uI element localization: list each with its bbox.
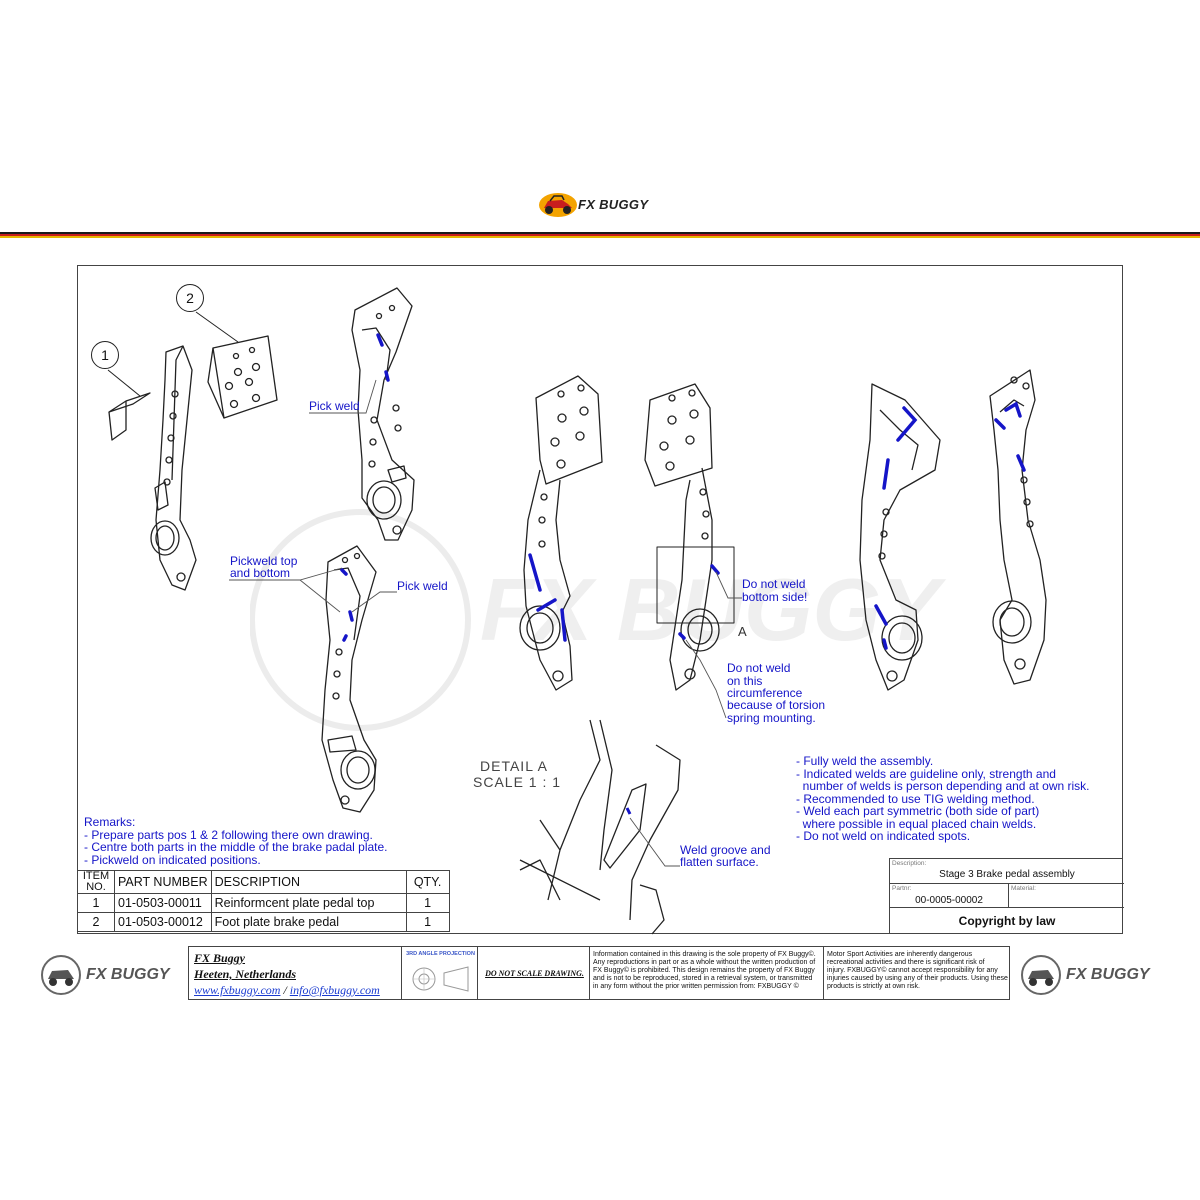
email-link[interactable]: info@fxbuggy.com [289,983,380,997]
note-line: - Weld each part symmetric (both side of… [796,804,1040,818]
website-link[interactable]: www.fxbuggy.com [194,983,281,997]
bom-desc: Foot plate brake pedal [210,912,407,932]
remarks-line: Remarks: [84,815,136,829]
partnr-label: Partnr: [892,885,912,892]
projection-symbol-icon [412,966,469,992]
assembly-notes: - Fully weld the assembly. - Indicated w… [796,755,1090,843]
callout-do-not-weld-bottom-1: Do not weld [742,577,806,591]
buggy-logo-icon [41,955,81,995]
drawing-frame [77,265,1123,934]
footer-company-box: FX Buggy Heeten, Netherlands www.fxbuggy… [188,946,402,1000]
tb-divider-1 [890,883,1124,884]
bom-part: 01-0503-00012 [114,912,212,932]
bom-header-item: ITEM NO. [77,870,115,894]
callout-groove-2: flatten surface. [680,855,759,869]
note-line: - Recommended to use TIG welding method. [796,791,1035,806]
exploded-pedal [107,311,278,591]
bom-header-desc: DESCRIPTION [210,870,407,894]
description-value: Stage 3 Brake pedal assembly [939,869,1075,880]
bom-header-part: PART NUMBER [114,870,212,894]
callout-circumference-1: Do not weld [727,661,791,675]
bom-header-qty: QTY. [405,870,450,894]
partnr-value: 00-0005-00002 [915,895,983,906]
callout-pickweld-top: Pickweld top [230,554,298,568]
note-line: where possible in equal placed chain wel… [796,816,1037,831]
header-stripe-yellow [0,236,1200,238]
header-stripe-red [0,234,1200,236]
footer-brand-left: FX BUGGY [86,966,170,983]
callout-circumference-3: circumference [727,686,803,700]
footer-legal-box-1: Information contained in this drawing is… [589,946,824,1000]
header-logo: FX BUGGY [538,192,668,220]
remarks: Remarks: - Prepare parts pos 1 & 2 follo… [84,816,388,866]
footer-legal-box-2: Motor Sport Activities are inherently da… [823,946,1010,1000]
remarks-line: - Pickweld on indicated positions. [84,852,261,867]
legal-text-2: Motor Sport Activities are inherently da… [827,951,1008,990]
tb-divider-v [1008,883,1009,907]
brand-name: FX BUGGY [578,197,649,212]
note-line: - Fully weld the assembly. [796,754,934,768]
link-separator: / [280,983,290,997]
remarks-line: - Centre both parts in the middle of the… [84,840,388,854]
callout-do-not-weld-bottom-2: bottom side! [742,590,808,604]
footer-links: www.fxbuggy.com / info@fxbuggy.com [194,983,380,998]
detail-a-view [519,719,681,935]
callout-pick-weld-2: Pick weld [397,579,448,593]
legal-text-1: Information contained in this drawing is… [593,951,816,990]
weld-marks [340,333,1026,650]
footer-company: FX Buggy [194,951,246,965]
callout-leaders [229,379,742,867]
callout-pickweld-bottom: and bottom [230,566,291,580]
title-block: Description: Stage 3 Brake pedal assembl… [889,858,1124,934]
pedal-full-weld-view-1 [519,375,603,691]
bom-part: 01-0503-00011 [114,893,212,913]
footer-logo-right: FX BUGGY [1020,955,1170,995]
pedal-pickweld-view [351,287,415,541]
projection-label: 3RD ANGLE PROJECTION [406,951,475,957]
header-stripe-black [0,232,1200,234]
footer-projection-box: 3RD ANGLE PROJECTION [401,946,478,1000]
detail-ref-label: A [738,624,747,639]
pedal-full-weld-view-3 [859,383,941,691]
table-row: 2 01-0503-00012 Foot plate brake pedal 1 [77,912,450,932]
callout-groove-1: Weld groove and [680,843,771,857]
bom-qty: 1 [405,893,450,913]
do-not-scale: DO NOT SCALE DRAWING. [485,969,584,978]
callout-circumference-4: because of torsion [727,698,826,712]
copyright-text: Copyright by law [958,914,1056,928]
pedal-full-weld-view-2 [644,383,735,691]
description-label: Description: [892,860,927,867]
bom-desc: Reinformcent plate pedal top [210,893,407,913]
footer-scale-box: DO NOT SCALE DRAWING. [477,946,590,1000]
tb-divider-2 [890,907,1124,908]
balloon-1: 1 [91,341,119,369]
callout-circumference-2: on this [727,674,763,688]
callout-circumference-5: spring mounting. [727,711,816,725]
note-line: - Indicated welds are guideline only, st… [796,766,1056,781]
buggy-logo-icon [539,193,577,217]
pedal-full-weld-view-4 [989,369,1047,685]
footer-brand-right: FX BUGGY [1066,966,1150,983]
table-row: 1 01-0503-00011 Reinformcent plate pedal… [77,893,450,913]
detail-a-title: DETAIL A [480,758,548,774]
footer-location: Heeten, Netherlands [194,967,296,981]
bom-header-row: ITEM NO. PART NUMBER DESCRIPTION QTY. [77,870,450,894]
note-line: - Do not weld on indicated spots. [796,829,971,843]
bom-item: 2 [77,912,115,932]
material-label: Material: [1011,885,1036,892]
remarks-line: - Prepare parts pos 1 & 2 following ther… [84,827,373,842]
note-line: number of welds is person depending and … [796,779,1090,793]
buggy-logo-icon [1021,955,1061,995]
footer-logo-left: FX BUGGY [40,955,180,995]
bom-qty: 1 [405,912,450,932]
detail-a-scale: SCALE 1 : 1 [473,774,562,790]
bom-table: ITEM NO. PART NUMBER DESCRIPTION QTY. 1 … [77,870,450,932]
balloon-2: 2 [176,284,204,312]
svg-text:FX BUGGY: FX BUGGY [480,560,947,659]
pedal-pickweld-topbottom-view [321,545,377,813]
bom-item: 1 [77,893,115,913]
callout-pick-weld-1: Pick weld [309,399,360,413]
